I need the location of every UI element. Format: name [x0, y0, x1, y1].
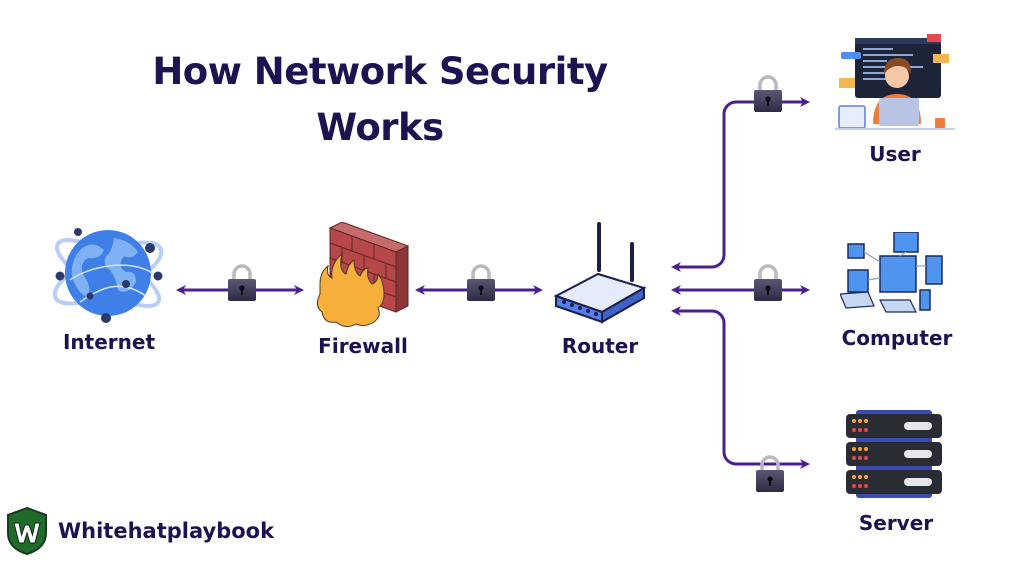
server-rack-icon — [846, 410, 942, 498]
link-router-computer — [671, 264, 810, 302]
shield-logo-icon — [7, 507, 47, 555]
lock-icon — [466, 264, 496, 302]
brand: Whitehatplaybook — [6, 507, 274, 555]
node-firewall — [316, 221, 410, 332]
user-developer-icon — [835, 34, 955, 130]
label-user: User — [869, 142, 921, 166]
link-internet-firewall — [176, 264, 304, 302]
node-user — [835, 34, 955, 138]
node-router — [552, 222, 648, 330]
node-server — [846, 408, 942, 504]
globe-icon — [52, 228, 164, 323]
router-icon — [553, 222, 647, 324]
firewall-icon — [316, 221, 410, 328]
computer-devices-icon — [839, 231, 943, 313]
title-line-2: Works — [316, 106, 444, 149]
link-firewall-router — [415, 264, 543, 302]
link-router-user — [671, 75, 810, 272]
node-internet — [50, 218, 168, 332]
diagram-title: How Network Security Works — [140, 44, 620, 156]
label-router: Router — [561, 334, 639, 358]
lock-icon — [753, 264, 783, 302]
label-computer: Computer — [841, 326, 953, 350]
lock-icon — [227, 264, 257, 302]
brand-name: Whitehatplaybook — [58, 519, 275, 543]
lock-icon — [753, 75, 783, 113]
lock-icon — [755, 455, 785, 493]
title-line-1: How Network Security — [152, 50, 608, 93]
label-firewall: Firewall — [318, 334, 408, 358]
label-server: Server — [858, 511, 934, 535]
node-computer — [839, 231, 950, 326]
link-router-server — [671, 306, 810, 493]
label-internet: Internet — [62, 330, 156, 354]
